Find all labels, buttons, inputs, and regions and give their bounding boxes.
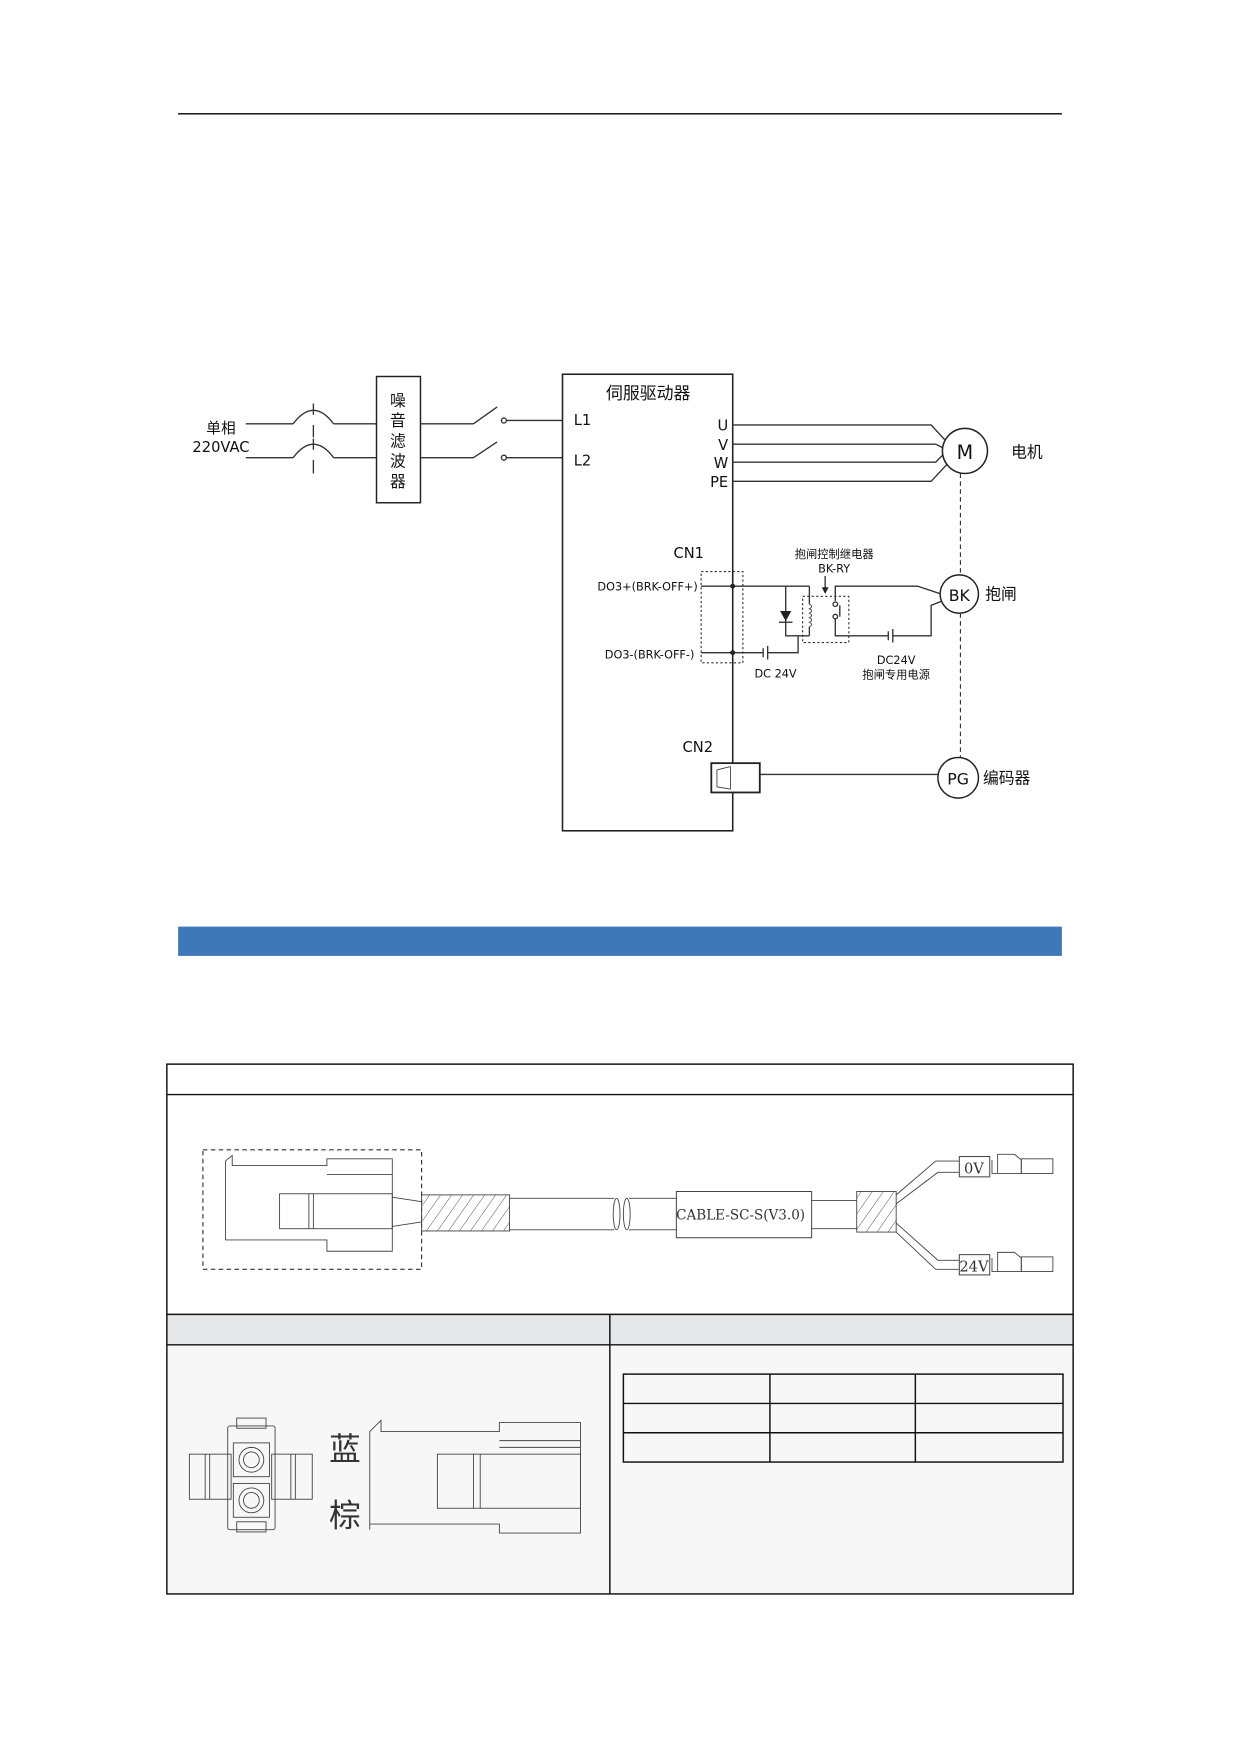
input-label: 单相 <box>206 420 235 437</box>
motor-label: 电机 <box>1011 443 1043 462</box>
wire-24v-label: 24V <box>959 1259 989 1276</box>
svg-text:BK-RY: BK-RY <box>818 563 850 576</box>
connector-drawing: 蓝 棕 <box>188 1417 581 1534</box>
svg-text:L2: L2 <box>574 453 591 470</box>
svg-text:滤: 滤 <box>390 431 406 450</box>
wire-0v-label: 0V <box>964 1160 984 1177</box>
svg-text:V: V <box>718 437 728 454</box>
svg-text:波: 波 <box>390 452 406 471</box>
svg-text:DO3-(BRK-OFF-): DO3-(BRK-OFF-) <box>605 648 695 661</box>
wire-color-brown: 棕 <box>329 1498 361 1534</box>
svg-text:W: W <box>714 455 728 472</box>
svg-text:L1: L1 <box>574 412 591 429</box>
svg-text:DO3+(BRK-OFF+): DO3+(BRK-OFF+) <box>597 581 697 594</box>
svg-text:抱闸控制继电器: 抱闸控制继电器 <box>795 547 874 561</box>
input-voltage: 220VAC <box>192 439 249 456</box>
input-line-1 <box>245 403 563 438</box>
svg-text:DC24V: DC24V <box>877 654 916 667</box>
brake-symbol <box>939 574 980 614</box>
driver-title: 伺服驱动器 <box>606 383 691 403</box>
svg-text:音: 音 <box>390 411 406 430</box>
svg-text:DC 24V: DC 24V <box>754 667 796 680</box>
encoder-symbol <box>937 756 980 799</box>
wiring-diagram: 单相 220VAC 噪 音 滤 <box>192 373 1043 832</box>
brake-circuit: CN1 DO3+(BRK-OFF+) DO3-(BRK-OFF-) 抱闸控制继电… <box>597 545 1016 682</box>
svg-text:器: 器 <box>390 472 406 491</box>
svg-text:PG: PG <box>947 770 969 789</box>
svg-text:M: M <box>957 441 974 464</box>
motor-symbol <box>941 427 989 475</box>
cable-model-label: CABLE-SC-S(V3.0) <box>676 1208 805 1224</box>
input-line-2 <box>245 438 563 474</box>
motor-wiring: M 电机 <box>732 424 1043 758</box>
svg-text:PE: PE <box>710 474 728 491</box>
svg-text:抱闸专用电源: 抱闸专用电源 <box>862 668 930 682</box>
svg-text:CN1: CN1 <box>674 545 705 562</box>
encoder-label: 编码器 <box>983 768 1031 787</box>
servo-driver: 伺服驱动器 L1 L2 U V W PE <box>561 373 734 832</box>
svg-text:U: U <box>717 418 728 435</box>
encoder-circuit: CN2 PG 编码器 <box>683 739 1031 799</box>
section-header-bar <box>178 926 1062 956</box>
svg-text:CN2: CN2 <box>683 739 714 756</box>
brake-label: 抱闸 <box>985 585 1017 604</box>
svg-text:噪: 噪 <box>390 391 406 410</box>
pin-table <box>622 1373 1064 1463</box>
svg-text:BK: BK <box>949 586 971 605</box>
noise-filter: 噪 音 滤 波 器 <box>375 375 422 504</box>
wire-color-blue: 蓝 <box>329 1432 361 1468</box>
cable-drawing: CABLE-SC-S(V3.0) 0V 24V <box>202 1149 1054 1276</box>
cable-spec-table: CABLE-SC-S(V3.0) 0V 24V <box>166 1063 1074 1595</box>
